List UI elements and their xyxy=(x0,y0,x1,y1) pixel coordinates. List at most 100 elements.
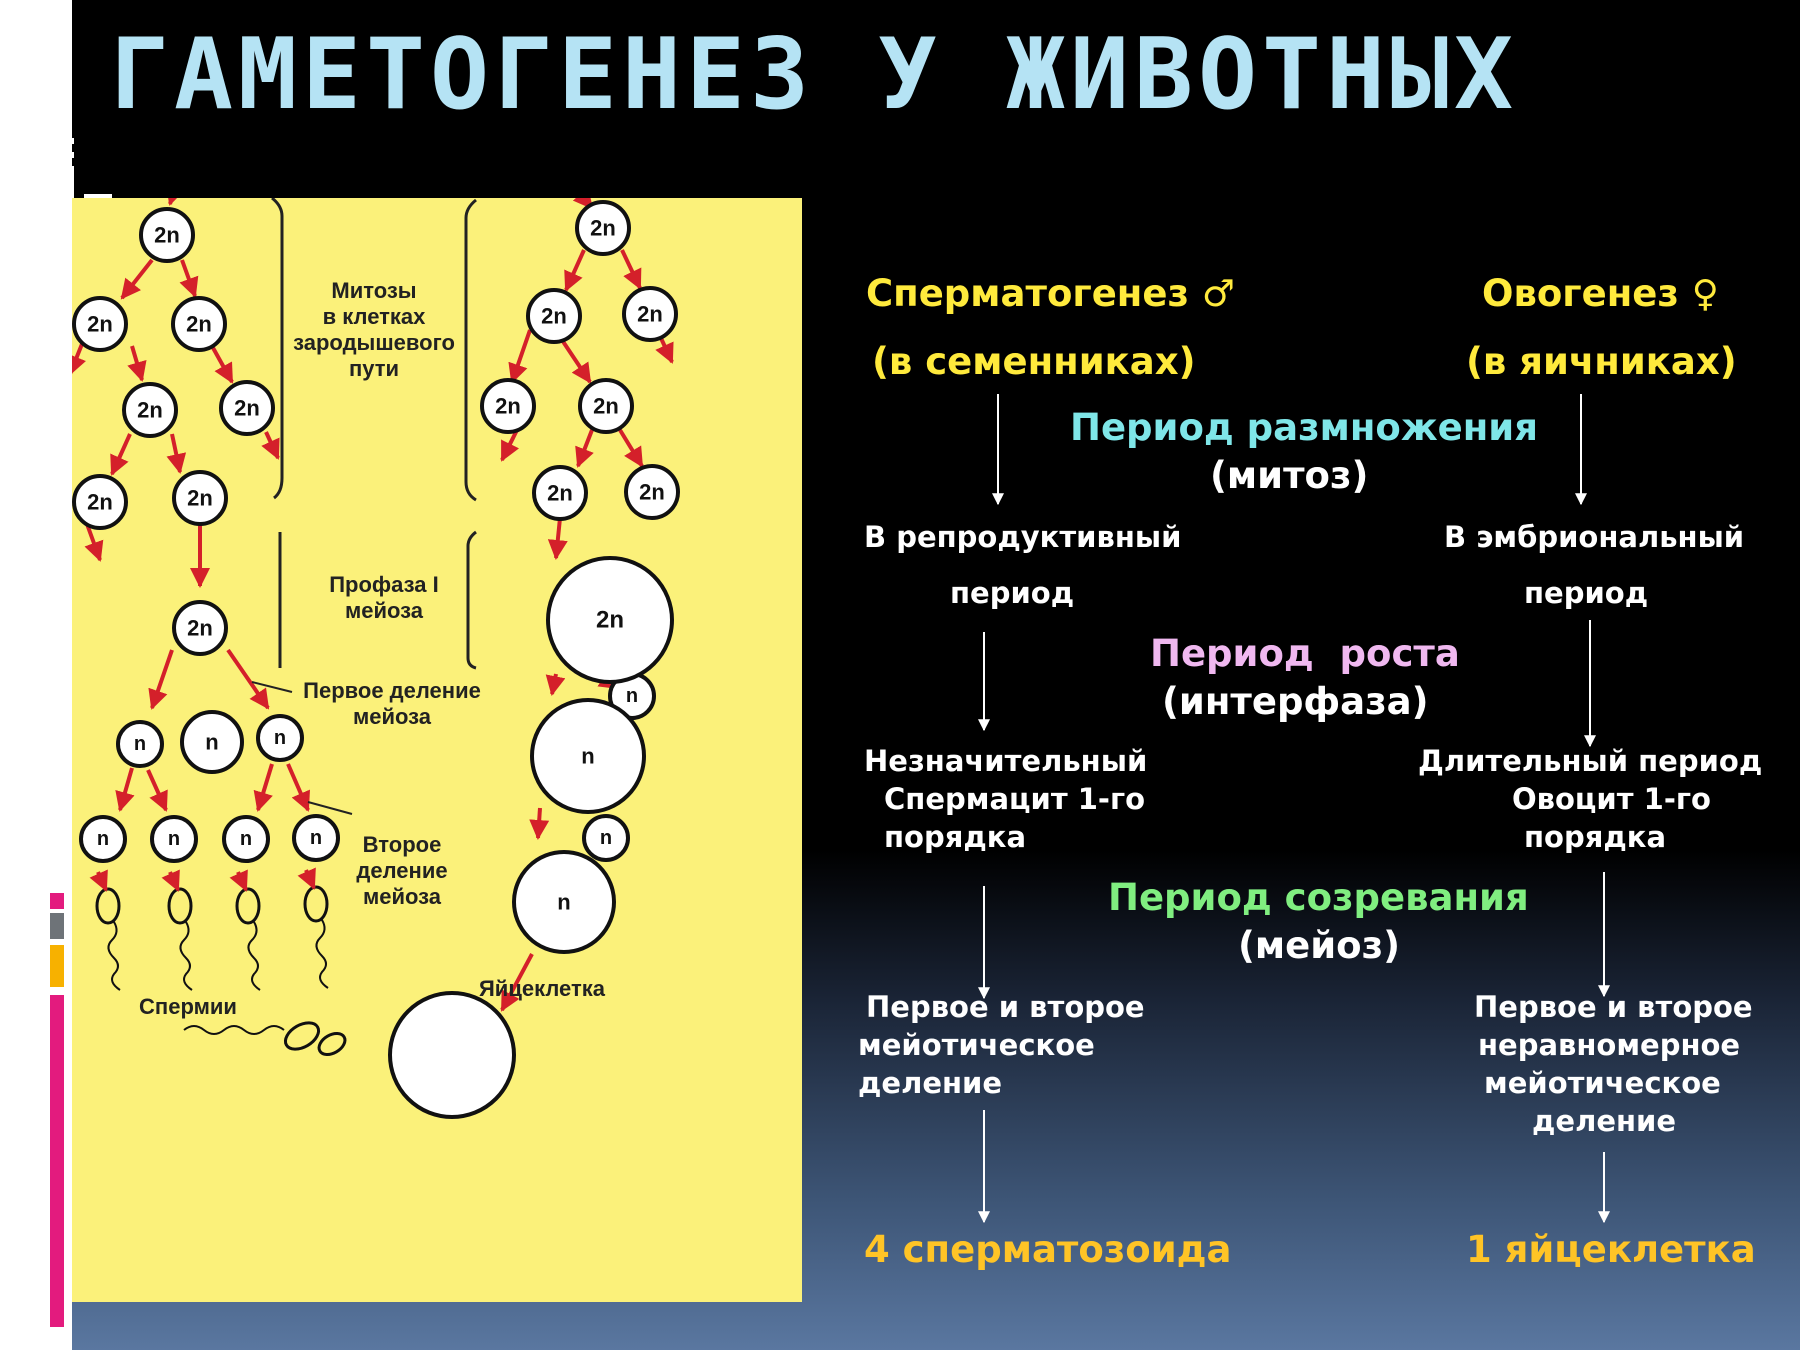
svg-text:2n: 2n xyxy=(154,223,180,248)
mitosis-cell-right-4: 2n xyxy=(480,378,536,434)
mitosis-cell-left-1: 2n xyxy=(139,207,195,263)
red-arrow xyxy=(529,807,550,840)
accent-bar-gray xyxy=(50,913,64,939)
label-second-division-line-2: деление xyxy=(356,858,447,883)
red-arrow xyxy=(127,345,147,382)
mitosis-cell-right-1: 2n xyxy=(575,200,631,256)
svg-text:2n: 2n xyxy=(596,607,624,634)
label-egg-line-1: Яйцеклетка xyxy=(479,976,606,1001)
red-arrow xyxy=(115,767,135,812)
svg-text:2n: 2n xyxy=(541,304,567,329)
mitosis-cell-right-6: 2n xyxy=(532,465,588,521)
svg-text:2n: 2n xyxy=(495,394,521,419)
svg-text:n: n xyxy=(97,828,109,850)
period-growth: Период роста xyxy=(1150,632,1460,675)
mitosis-cell-left-5: 2n xyxy=(219,380,275,436)
secondary-oocyte: n xyxy=(530,698,646,814)
svg-text:2n: 2n xyxy=(547,481,573,506)
label-prophase-line-2: мейоза xyxy=(345,598,424,623)
svg-text:n: n xyxy=(168,828,180,850)
fertilizing-sperm xyxy=(183,1021,347,1056)
sperm-cell xyxy=(89,869,121,991)
svg-text:2n: 2n xyxy=(590,216,616,241)
svg-text:n: n xyxy=(274,727,286,749)
oo-growth-line2: Овоцит 1-го xyxy=(1512,782,1711,816)
bracket-mitosis-right xyxy=(464,198,477,502)
svg-text:2n: 2n xyxy=(234,396,260,421)
red-arrow xyxy=(146,769,168,812)
sperm-reproduction-line2: период xyxy=(950,576,1075,610)
svg-text:2n: 2n xyxy=(637,302,663,327)
label-first-division-line-2: мейоза xyxy=(353,704,432,729)
red-arrow xyxy=(500,427,520,462)
svg-text:2n: 2n xyxy=(639,480,665,505)
mitosis-cell-left-7: 2n xyxy=(172,470,228,526)
sperm-maturation-line3: деление xyxy=(858,1066,1003,1100)
label-mitoses-line-2: в клетках xyxy=(323,304,427,329)
label-sperm-line-1: Спермии xyxy=(139,994,237,1019)
spermatid-3: n xyxy=(222,815,270,863)
red-arrow xyxy=(179,259,199,298)
svg-text:2n: 2n xyxy=(87,490,113,515)
left-margin xyxy=(0,0,72,1350)
sperm-maturation-line1: Первое и второе xyxy=(866,990,1145,1024)
mitosis-cell-right-7: 2n xyxy=(624,464,680,520)
svg-text:n: n xyxy=(205,730,218,755)
first-division-cell-2: n xyxy=(256,714,304,762)
sperm-cell xyxy=(229,869,261,991)
bracket-prophase-right xyxy=(466,530,477,670)
svg-text:2n: 2n xyxy=(87,312,113,337)
red-arrow xyxy=(575,429,594,468)
red-arrow xyxy=(618,428,644,468)
period-growth-process: (интерфаза) xyxy=(1162,680,1429,723)
red-arrow xyxy=(560,338,592,384)
pointer-second-division xyxy=(307,801,353,815)
label-mitoses-line-4: пути xyxy=(349,356,399,381)
oo-maturation-line3: мейотическое xyxy=(1484,1066,1721,1100)
red-arrow xyxy=(547,517,568,560)
sperm-maturation-line2: мейотическое xyxy=(858,1028,1095,1062)
oo-reproduction-line1: В эмбриональный xyxy=(1444,520,1745,554)
sperm-result: 4 сперматозоида xyxy=(864,1228,1232,1271)
oo-growth-line3: порядка xyxy=(1524,820,1667,854)
pointer-first-division xyxy=(251,681,293,693)
egg-cell xyxy=(388,991,516,1119)
svg-text:2n: 2n xyxy=(137,398,163,423)
spermatid-1: n xyxy=(79,815,127,863)
red-arrow xyxy=(261,431,280,460)
first-division-cell-1: n xyxy=(116,720,164,768)
period-maturation: Период созревания xyxy=(1108,876,1529,919)
svg-text:n: n xyxy=(600,827,612,849)
label-prophase-line-1: Профаза I xyxy=(329,572,439,597)
oo-result: 1 яйцеклетка xyxy=(1466,1228,1756,1271)
svg-text:2n: 2n xyxy=(593,394,619,419)
oo-reproduction-line2: период xyxy=(1524,576,1649,610)
red-arrow xyxy=(84,523,104,562)
spermatid-2: n xyxy=(150,815,198,863)
mitosis-cell-left-2: 2n xyxy=(72,296,128,352)
mitosis-cell-left-3: 2n xyxy=(171,296,227,352)
svg-text:2n: 2n xyxy=(186,312,212,337)
mitosis-cell-right-2: 2n xyxy=(526,288,582,344)
spermatogenesis-location: (в семенниках) xyxy=(872,340,1196,383)
red-arrow xyxy=(226,648,270,710)
sperm-cell xyxy=(161,869,193,991)
label-second-division-line-1: Второе xyxy=(363,832,442,857)
red-arrow xyxy=(120,258,154,300)
sperm-growth-line1: Незначительный xyxy=(864,744,1148,778)
red-arrow xyxy=(253,763,274,812)
svg-text:n: n xyxy=(557,890,570,915)
oo-maturation-line1: Первое и второе xyxy=(1474,990,1753,1024)
mitosis-cell-right-3: 2n xyxy=(622,286,678,342)
svg-text:2n: 2n xyxy=(187,486,213,511)
ootid: n xyxy=(512,850,616,954)
red-arrow xyxy=(286,763,310,812)
oo-growth-line1: Длительный период xyxy=(1418,744,1763,778)
red-arrow xyxy=(545,673,566,696)
red-arrow xyxy=(655,335,674,364)
mitosis-cell-left-6: 2n xyxy=(72,474,128,530)
svg-text:n: n xyxy=(240,828,252,850)
svg-text:2n: 2n xyxy=(187,616,213,641)
slide-title: ГАМЕТОГЕНЕЗ У ЖИВОТНЫХ xyxy=(110,18,1519,132)
